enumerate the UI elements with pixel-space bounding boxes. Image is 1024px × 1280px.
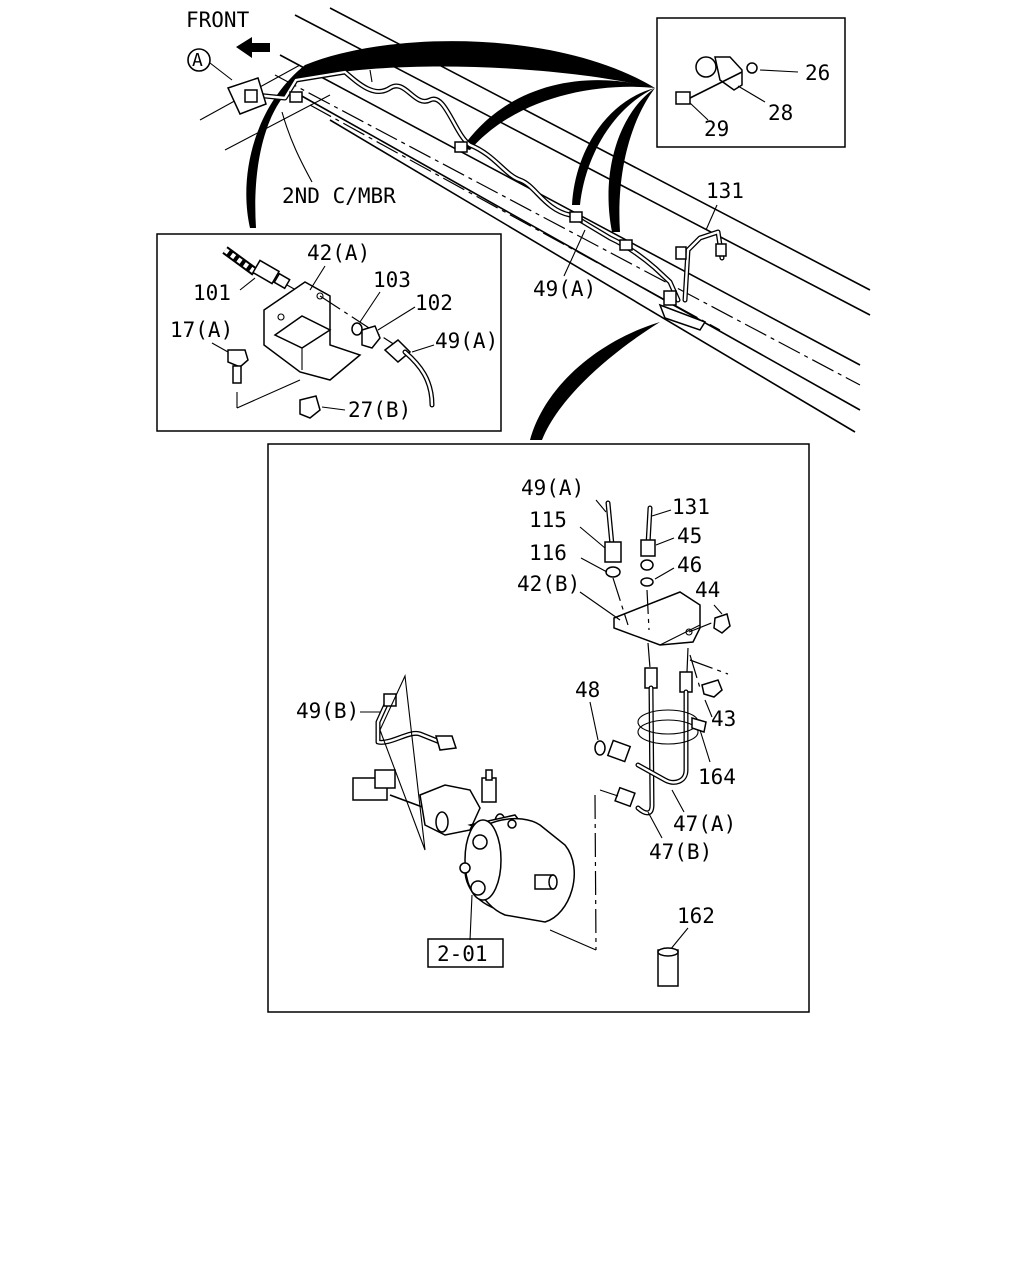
label-29: 29 [704, 117, 729, 141]
label-27b: 27(B) [348, 398, 411, 422]
front-arrow-icon [236, 37, 270, 58]
label-164: 164 [698, 765, 736, 789]
label-47a: 47(A) [673, 812, 736, 836]
brake-pipe-route [226, 69, 727, 331]
label-42b: 42(B) [517, 572, 580, 596]
label-28: 28 [768, 101, 793, 125]
detail-box-top-right: 26 28 29 [656, 17, 846, 148]
label-45: 45 [677, 524, 702, 548]
label-102: 102 [415, 291, 453, 315]
label-103: 103 [373, 268, 411, 292]
label-44: 44 [695, 578, 720, 602]
callout-arcs [246, 41, 660, 440]
label-115: 115 [529, 508, 567, 532]
ref-2-01: 2-01 [437, 942, 488, 966]
label-49a-top: 49(A) [533, 277, 596, 301]
detail-box-bottom: 49(A) 131 115 45 116 46 42(B) 44 [267, 443, 810, 1013]
label-131-top: 131 [706, 179, 744, 203]
label-17a: 17(A) [170, 318, 233, 342]
label-26: 26 [805, 61, 830, 85]
label-49b: 49(B) [296, 699, 359, 723]
detail-box-left: 101 42(A) 103 102 49(A) 17(A) 27(B) [156, 233, 502, 432]
view-marker-letter: A [192, 50, 203, 71]
brake-actuator [352, 769, 575, 941]
label-43: 43 [711, 707, 736, 731]
member-label: 2ND C/MBR [282, 184, 396, 208]
label-116: 116 [529, 541, 567, 565]
view-marker: A [187, 48, 233, 81]
front-label: FRONT [186, 8, 250, 32]
label-49a-bottom: 49(A) [521, 476, 584, 500]
label-162: 162 [677, 904, 715, 928]
label-47b: 47(B) [649, 840, 712, 864]
label-48: 48 [575, 678, 600, 702]
label-101: 101 [193, 281, 231, 305]
label-46: 46 [677, 553, 702, 577]
label-49a-left: 49(A) [435, 329, 498, 353]
label-131-bottom: 131 [672, 495, 710, 519]
label-42a: 42(A) [307, 241, 370, 265]
